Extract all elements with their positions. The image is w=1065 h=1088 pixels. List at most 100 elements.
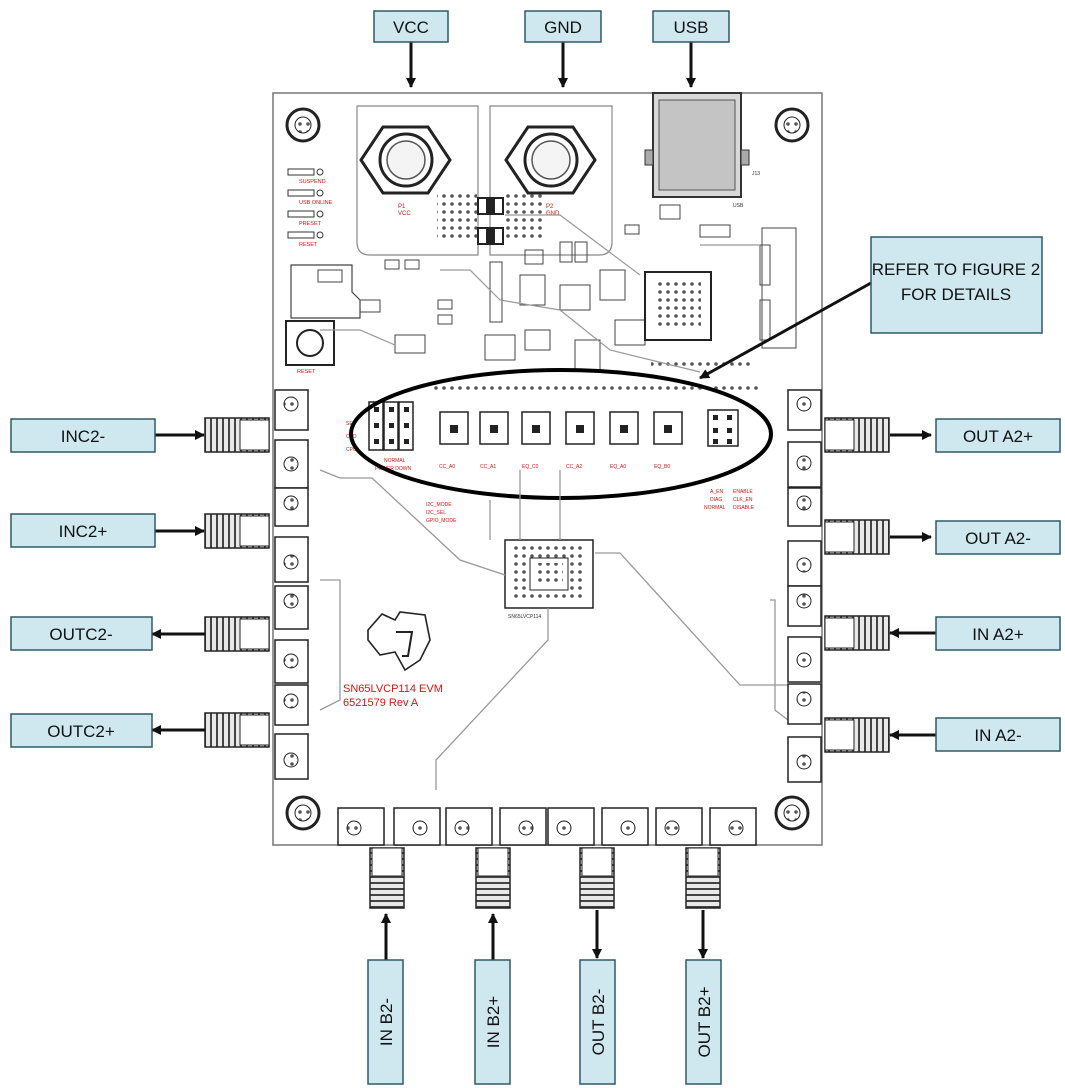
enable-label: DIAG	[710, 497, 722, 503]
callout-refer-figure2: REFER TO FIGURE 2 FOR DETAILS	[870, 236, 1043, 334]
jumper-label: EQ_A0	[610, 464, 626, 470]
sma-connector-icon	[204, 712, 270, 748]
gnd-banana-jack-icon	[504, 125, 597, 195]
arrows	[151, 42, 936, 960]
mounting-hole-icon	[285, 795, 321, 831]
label-outb2-minus: OUT B2-	[579, 959, 616, 1085]
svg-text:OUT A2-: OUT A2-	[965, 529, 1031, 548]
label-usb: USB	[652, 10, 730, 43]
bottom-sma-pads	[337, 807, 757, 846]
mode-label: I2C_SEL	[426, 510, 446, 516]
svg-text:VCC: VCC	[393, 18, 429, 37]
jumper-label: CC_A2	[566, 464, 582, 470]
led-label-preset: PRESET	[299, 221, 322, 227]
vcc-banana-jack-icon	[359, 125, 452, 195]
svg-text:IN B2-: IN B2-	[377, 998, 396, 1046]
svg-text:GND: GND	[544, 18, 582, 37]
jumper-block: SEL CTO CPO CC_A0 CC_A1 EQ_C0 CC_A2 EQ_A…	[346, 386, 760, 524]
right-sma-pads	[787, 389, 822, 783]
evm-board: P1 VCC P2 GND J13 USB SUSPEND USB ONLINE…	[272, 92, 823, 846]
jumper-label: CC_A1	[480, 464, 496, 470]
left-sma-connectors	[204, 417, 270, 748]
jumper-left-label: SEL	[346, 421, 356, 427]
svg-text:VCC: VCC	[398, 211, 411, 217]
svg-text:OUT A2+: OUT A2+	[963, 427, 1033, 446]
enable-label: DISABLE	[733, 505, 755, 511]
status-leds: SUSPEND USB ONLINE PRESET RESET	[287, 168, 333, 248]
mounting-hole-icon	[774, 107, 810, 143]
svg-text:P2: P2	[546, 204, 554, 210]
board-name-line2: 6521579 Rev A	[343, 697, 419, 709]
sma-connector-icon	[204, 616, 270, 652]
sma-connector-icon	[369, 847, 405, 909]
jumper-left-label: CPO	[346, 447, 357, 453]
svg-text:OUT B2-: OUT B2-	[589, 989, 608, 1056]
label-outc2-plus: OUTC2+	[10, 713, 153, 748]
svg-text:FOR DETAILS: FOR DETAILS	[901, 285, 1011, 304]
mode-label: I2C_MODE	[426, 502, 452, 508]
sma-connector-icon	[204, 513, 270, 549]
svg-text:OUTC2+: OUTC2+	[47, 722, 115, 741]
usb-connector-icon	[644, 92, 750, 198]
mounting-hole-icon	[285, 107, 321, 143]
label-inc2-minus: INC2-	[10, 418, 156, 453]
board-name-line1: SN65LVCP114 EVM	[343, 683, 443, 695]
sma-connector-icon	[824, 615, 890, 651]
label-gnd: GND	[524, 10, 602, 43]
mode-label: NORMAL	[384, 458, 406, 464]
svg-text:OUTC2-: OUTC2-	[49, 625, 112, 644]
sma-connector-icon	[824, 519, 890, 555]
label-inc2-plus: INC2+	[10, 513, 156, 548]
sma-connector-icon	[824, 717, 890, 753]
led-label-suspend: SUSPEND	[299, 179, 326, 185]
sma-connector-icon	[824, 417, 890, 453]
enable-label: NORMAL	[704, 505, 726, 511]
chip-label: SN65LVCP114	[508, 614, 541, 620]
mode-label: GPIO_MODE	[426, 518, 457, 524]
label-outa2-plus: OUT A2+	[935, 418, 1061, 453]
ti-logo-icon	[367, 611, 431, 672]
enable-label: ENABLE	[733, 489, 753, 495]
svg-text:J13: J13	[752, 171, 760, 177]
jumper-label: CC_A0	[439, 464, 455, 470]
mounting-hole-icon	[774, 795, 810, 831]
svg-text:IN A2-: IN A2-	[974, 726, 1021, 745]
usb-controller-chip-icon	[644, 271, 712, 341]
sma-connector-icon	[204, 417, 270, 453]
svg-text:GND: GND	[546, 211, 560, 217]
led-label-reset: RESET	[299, 242, 318, 248]
svg-text:USB: USB	[733, 203, 744, 209]
highlight-ellipse	[349, 368, 773, 500]
svg-text:INC2-: INC2-	[61, 427, 105, 446]
sma-connector-icon	[579, 847, 615, 909]
sma-connector-icon	[685, 847, 721, 909]
label-outb2-plus: OUT B2+	[685, 959, 722, 1085]
label-ina2-minus: IN A2-	[935, 717, 1061, 752]
label-vcc: VCC	[373, 10, 449, 43]
redriver-chip-icon	[504, 539, 594, 609]
sma-connector-icon	[475, 847, 511, 909]
reset-button-icon	[285, 320, 335, 366]
svg-text:USB: USB	[674, 18, 709, 37]
led-label-usb-online: USB ONLINE	[299, 200, 333, 206]
mode-label: POWER DOWN	[375, 466, 411, 472]
label-outa2-minus: OUT A2-	[935, 520, 1061, 555]
label-inb2-minus: IN B2-	[367, 959, 404, 1085]
svg-text:OUT B2+: OUT B2+	[695, 986, 714, 1057]
svg-text:INC2+: INC2+	[59, 522, 108, 541]
right-sma-connectors	[824, 417, 890, 753]
enable-label: CLK_EN	[733, 497, 753, 503]
label-outc2-minus: OUTC2-	[10, 616, 153, 651]
svg-text:IN A2+: IN A2+	[972, 625, 1024, 644]
svg-text:IN B2+: IN B2+	[484, 996, 503, 1049]
bottom-sma-connectors	[369, 847, 721, 909]
label-boxes: VCC GND USB REFER TO FIGURE 2 FOR DETAIL…	[10, 10, 1061, 1085]
svg-text:P1: P1	[398, 204, 406, 210]
svg-text:REFER TO FIGURE 2: REFER TO FIGURE 2	[872, 260, 1040, 279]
reset-label: RESET	[297, 369, 316, 375]
label-ina2-plus: IN A2+	[935, 616, 1061, 651]
jumper-label: EQ_C0	[522, 464, 539, 470]
label-inb2-plus: IN B2+	[474, 959, 511, 1085]
enable-label: A_EN	[710, 489, 723, 495]
jumper-label: EQ_B0	[654, 464, 670, 470]
